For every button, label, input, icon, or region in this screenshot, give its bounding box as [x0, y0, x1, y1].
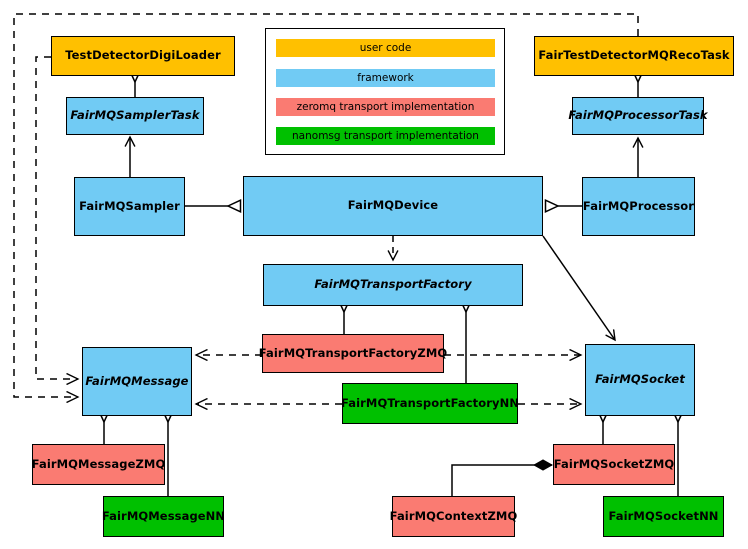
class-node-fairmqsocketzmq[interactable]: FairMQSocketZMQ	[553, 444, 675, 485]
class-node-fairmqdevice[interactable]: FairMQDevice	[243, 176, 543, 236]
legend-item-nanomsg: nanomsg transport implementation	[276, 127, 495, 145]
class-label: FairTestDetectorMQRecoTask	[538, 48, 730, 63]
class-node-fairmqsampler[interactable]: FairMQSampler	[74, 177, 185, 236]
class-node-fairmqsocket[interactable]: FairMQSocket	[585, 344, 695, 416]
class-node-fairmqtransportfactorynn[interactable]: FairMQTransportFactoryNN	[340, 383, 520, 424]
class-node-testdetectordigiloader[interactable]: TestDetectorDigiLoader	[51, 36, 235, 76]
class-label: FairMQProcessor	[582, 198, 695, 213]
class-label: FairMQSamplerTask	[70, 108, 200, 123]
class-label: FairMQTransportFactoryNN	[340, 395, 520, 410]
legend-item-label: framework	[357, 72, 414, 84]
class-node-fairmqsocketnn[interactable]: FairMQSocketNN	[603, 496, 724, 537]
class-label: FairMQTransportFactoryZMQ	[258, 345, 448, 360]
class-label: FairMQMessage	[85, 373, 189, 388]
legend-item-label: zeromq transport implementation	[296, 101, 475, 113]
class-node-fairmqmessagezmq[interactable]: FairMQMessageZMQ	[32, 444, 165, 485]
class-label: FairMQTransportFactory	[314, 277, 472, 292]
legend: user code framework zeromq transport imp…	[265, 28, 505, 155]
edge-device-to-socket	[542, 235, 615, 340]
class-node-fairmqtransportfactory[interactable]: FairMQTransportFactory	[263, 264, 523, 306]
class-node-fairmqsamplertask[interactable]: FairMQSamplerTask	[66, 97, 204, 135]
class-label: FairMQSampler	[79, 198, 180, 213]
legend-item-user-code: user code	[276, 39, 495, 57]
class-node-fairmqmessagenn[interactable]: FairMQMessageNN	[101, 496, 226, 537]
class-node-fairmqprocessortask[interactable]: FairMQProcessorTask	[568, 97, 708, 135]
edge-contextzmq-to-socketzmq	[451, 465, 552, 496]
class-label: FairMQSocket	[595, 372, 685, 387]
class-node-fairmqprocessor[interactable]: FairMQProcessor	[582, 177, 695, 236]
legend-item-zeromq: zeromq transport implementation	[276, 98, 495, 116]
class-node-fairmqmessage[interactable]: FairMQMessage	[82, 347, 192, 416]
class-label: FairMQSocketNN	[608, 508, 719, 523]
legend-item-label: user code	[359, 42, 412, 54]
class-label: FairMQMessageNN	[101, 508, 226, 523]
class-label: FairMQSocketZMQ	[553, 456, 675, 471]
class-label: TestDetectorDigiLoader	[65, 48, 221, 63]
legend-item-framework: framework	[276, 69, 495, 87]
class-node-fairtestdetectormqrecotask[interactable]: FairTestDetectorMQRecoTask	[534, 36, 734, 76]
class-label: FairMQContextZMQ	[389, 508, 518, 523]
class-label: FairMQMessageZMQ	[31, 456, 166, 471]
class-label: FairMQDevice	[347, 198, 439, 213]
class-label: FairMQProcessorTask	[568, 108, 708, 123]
legend-item-label: nanomsg transport implementation	[292, 130, 479, 142]
class-node-fairmqtransportfactoryzmq[interactable]: FairMQTransportFactoryZMQ	[259, 334, 447, 373]
class-node-fairmqcontextzmq[interactable]: FairMQContextZMQ	[389, 496, 518, 537]
